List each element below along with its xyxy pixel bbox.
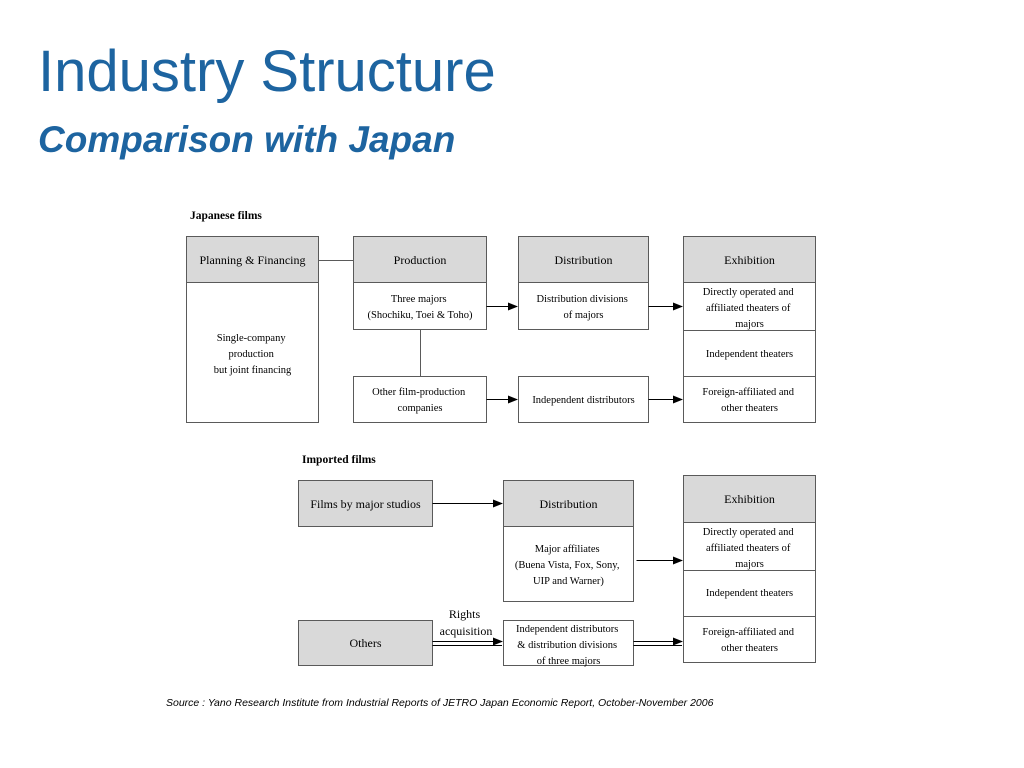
imported-independent-line: Independent distributors [516,624,618,635]
japanese-films-label: Japanese films [190,210,262,222]
foreign-affiliated-line: other theaters [721,403,778,414]
major-affiliates-line: Major affiliates [535,544,600,555]
imported-directly-operated-text: Directly operated and affiliated theater… [703,527,797,570]
planning-body-box [186,282,319,423]
distribution-header: Distribution [554,253,612,267]
imported-foreign-affiliated-line: Foreign-affiliated and [702,627,794,638]
exhibition-column-box [683,282,816,423]
major-studios-box [298,480,433,527]
directly-operated-text: Directly operated and affiliated theater… [703,287,797,330]
imported-independent-box [503,620,634,666]
source-citation: Source : Yano Research Institute from In… [166,697,714,709]
foreign-affiliated-text: Foreign-affiliated and other theaters [702,387,796,414]
major-affiliates-line: (Buena Vista, Fox, Sony, [515,560,620,571]
planning-body-line: Single-company [217,333,287,344]
major-affiliates-line: UIP and Warner) [533,576,604,587]
imported-directly-operated-line: majors [735,559,764,570]
independent-distributors-text: Independent distributors [532,395,634,406]
page-title: Industry Structure [38,39,496,104]
independent-theaters-text: Independent theaters [706,349,793,360]
imported-foreign-affiliated-text: Foreign-affiliated and other theaters [702,627,796,654]
imported-independent-line: & distribution divisions [517,640,617,651]
rights-acquisition-line: Rights [449,607,481,621]
major-studios-text: Films by major studios [310,497,421,511]
three-majors-text: Three majors (Shochiku, Toei & Toho) [368,294,473,321]
planning-body-line: production [228,349,274,360]
rights-acquisition-text: Rights acquisition [440,607,493,638]
three-majors-line: (Shochiku, Toei & Toho) [368,310,473,321]
planning-header: Planning & Financing [200,253,306,267]
production-header: Production [394,253,447,267]
planning-body-line: but joint financing [214,365,292,376]
imported-foreign-affiliated-line: other theaters [721,643,778,654]
imported-independent-text: Independent distributors & distribution … [516,624,621,667]
distribution-divisions-line: of majors [564,310,604,321]
foreign-affiliated-line: Foreign-affiliated and [702,387,794,398]
directly-operated-line: majors [735,319,764,330]
distribution-divisions-line: Distribution divisions [537,294,628,305]
directly-operated-line: Directly operated and [703,287,795,298]
distribution-divisions-box [518,282,649,330]
imported-distribution-header: Distribution [539,497,597,511]
other-production-line: companies [398,403,443,414]
imported-directly-operated-line: affiliated theaters of [706,543,791,554]
major-affiliates-text: Major affiliates (Buena Vista, Fox, Sony… [515,544,622,587]
planning-body: Single-company production but joint fina… [214,333,292,376]
others-text: Others [350,636,382,650]
imported-exhibition-header: Exhibition [724,492,775,506]
others-box [298,620,433,666]
imported-exhibition-column-box [683,522,816,663]
imported-exhibition-header-box [683,475,816,523]
major-affiliates-box [503,526,634,602]
other-production-text: Other film-production companies [372,387,468,414]
page-subtitle: Comparison with Japan [38,119,456,160]
three-majors-line: Three majors [391,294,447,305]
imported-films-label: Imported films [302,454,376,466]
exhibition-header: Exhibition [724,253,775,267]
imported-directly-operated-line: Directly operated and [703,527,795,538]
imported-independent-theaters-text: Independent theaters [706,588,793,599]
three-majors-box [353,282,487,330]
exhibition-header-box [683,236,816,283]
other-production-box [353,376,487,423]
rights-acquisition-line: acquisition [440,624,493,638]
imported-independent-line: of three majors [537,656,601,667]
production-header-box [353,236,487,283]
directly-operated-line: affiliated theaters of [706,303,791,314]
other-production-line: Other film-production [372,387,466,398]
distribution-divisions-text: Distribution divisions of majors [537,294,631,321]
